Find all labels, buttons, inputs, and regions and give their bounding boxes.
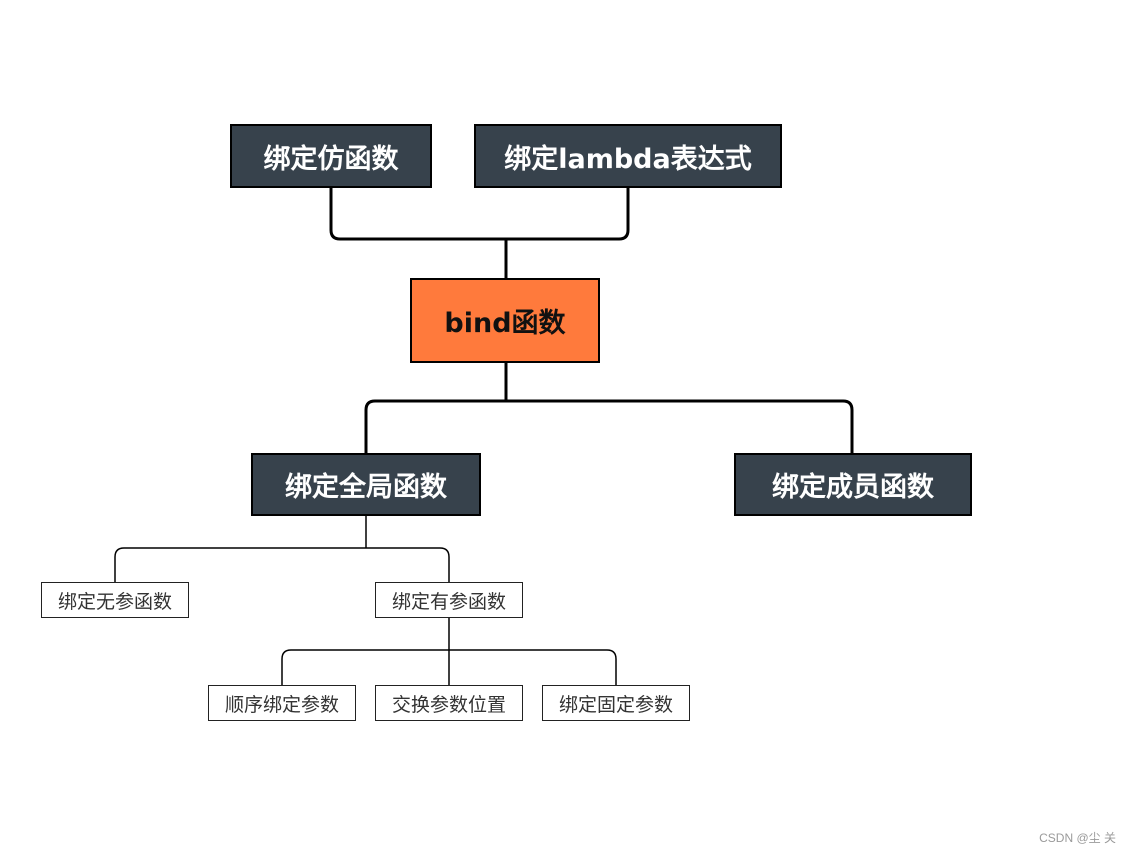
node-fixed-params: 绑定固定参数 [542,685,690,721]
connector-global-children [114,516,450,582]
connector-param-children [281,618,617,685]
node-with-param: 绑定有参函数 [375,582,523,618]
node-bind-functor: 绑定仿函数 [230,124,432,188]
connector-top [329,188,630,278]
node-bind-global: 绑定全局函数 [251,453,481,516]
node-bind-member: 绑定成员函数 [734,453,972,516]
node-bind-function: bind函数 [410,278,600,363]
node-swap-params: 交换参数位置 [375,685,523,721]
node-bind-lambda: 绑定lambda表达式 [474,124,782,188]
connector-bind-children [364,363,854,453]
watermark: CSDN @尘 关 [1039,831,1116,845]
node-no-param: 绑定无参函数 [41,582,189,618]
node-ordered-params: 顺序绑定参数 [208,685,356,721]
